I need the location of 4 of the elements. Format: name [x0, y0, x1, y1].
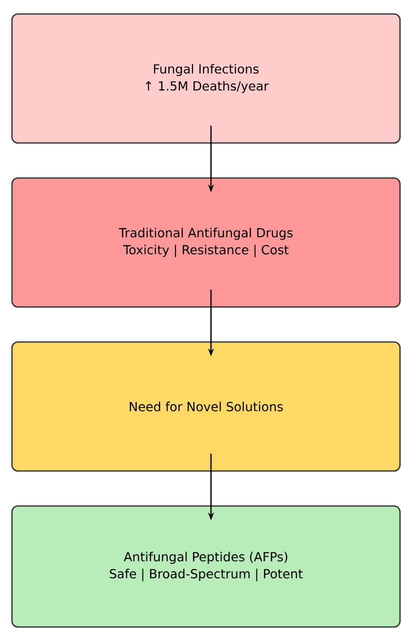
process-box: Antifungal Peptides (AFPs) Safe | Broad-Spectrum | Potent: [11, 505, 401, 628]
process-box: Fungal Infections ↑ 1.5M Deaths/year: [11, 13, 401, 144]
process-box: Need for Novel Solutions: [11, 341, 401, 472]
process-box: Traditional Antifungal Drugs Toxicity | Resistance | Cost: [11, 177, 401, 308]
